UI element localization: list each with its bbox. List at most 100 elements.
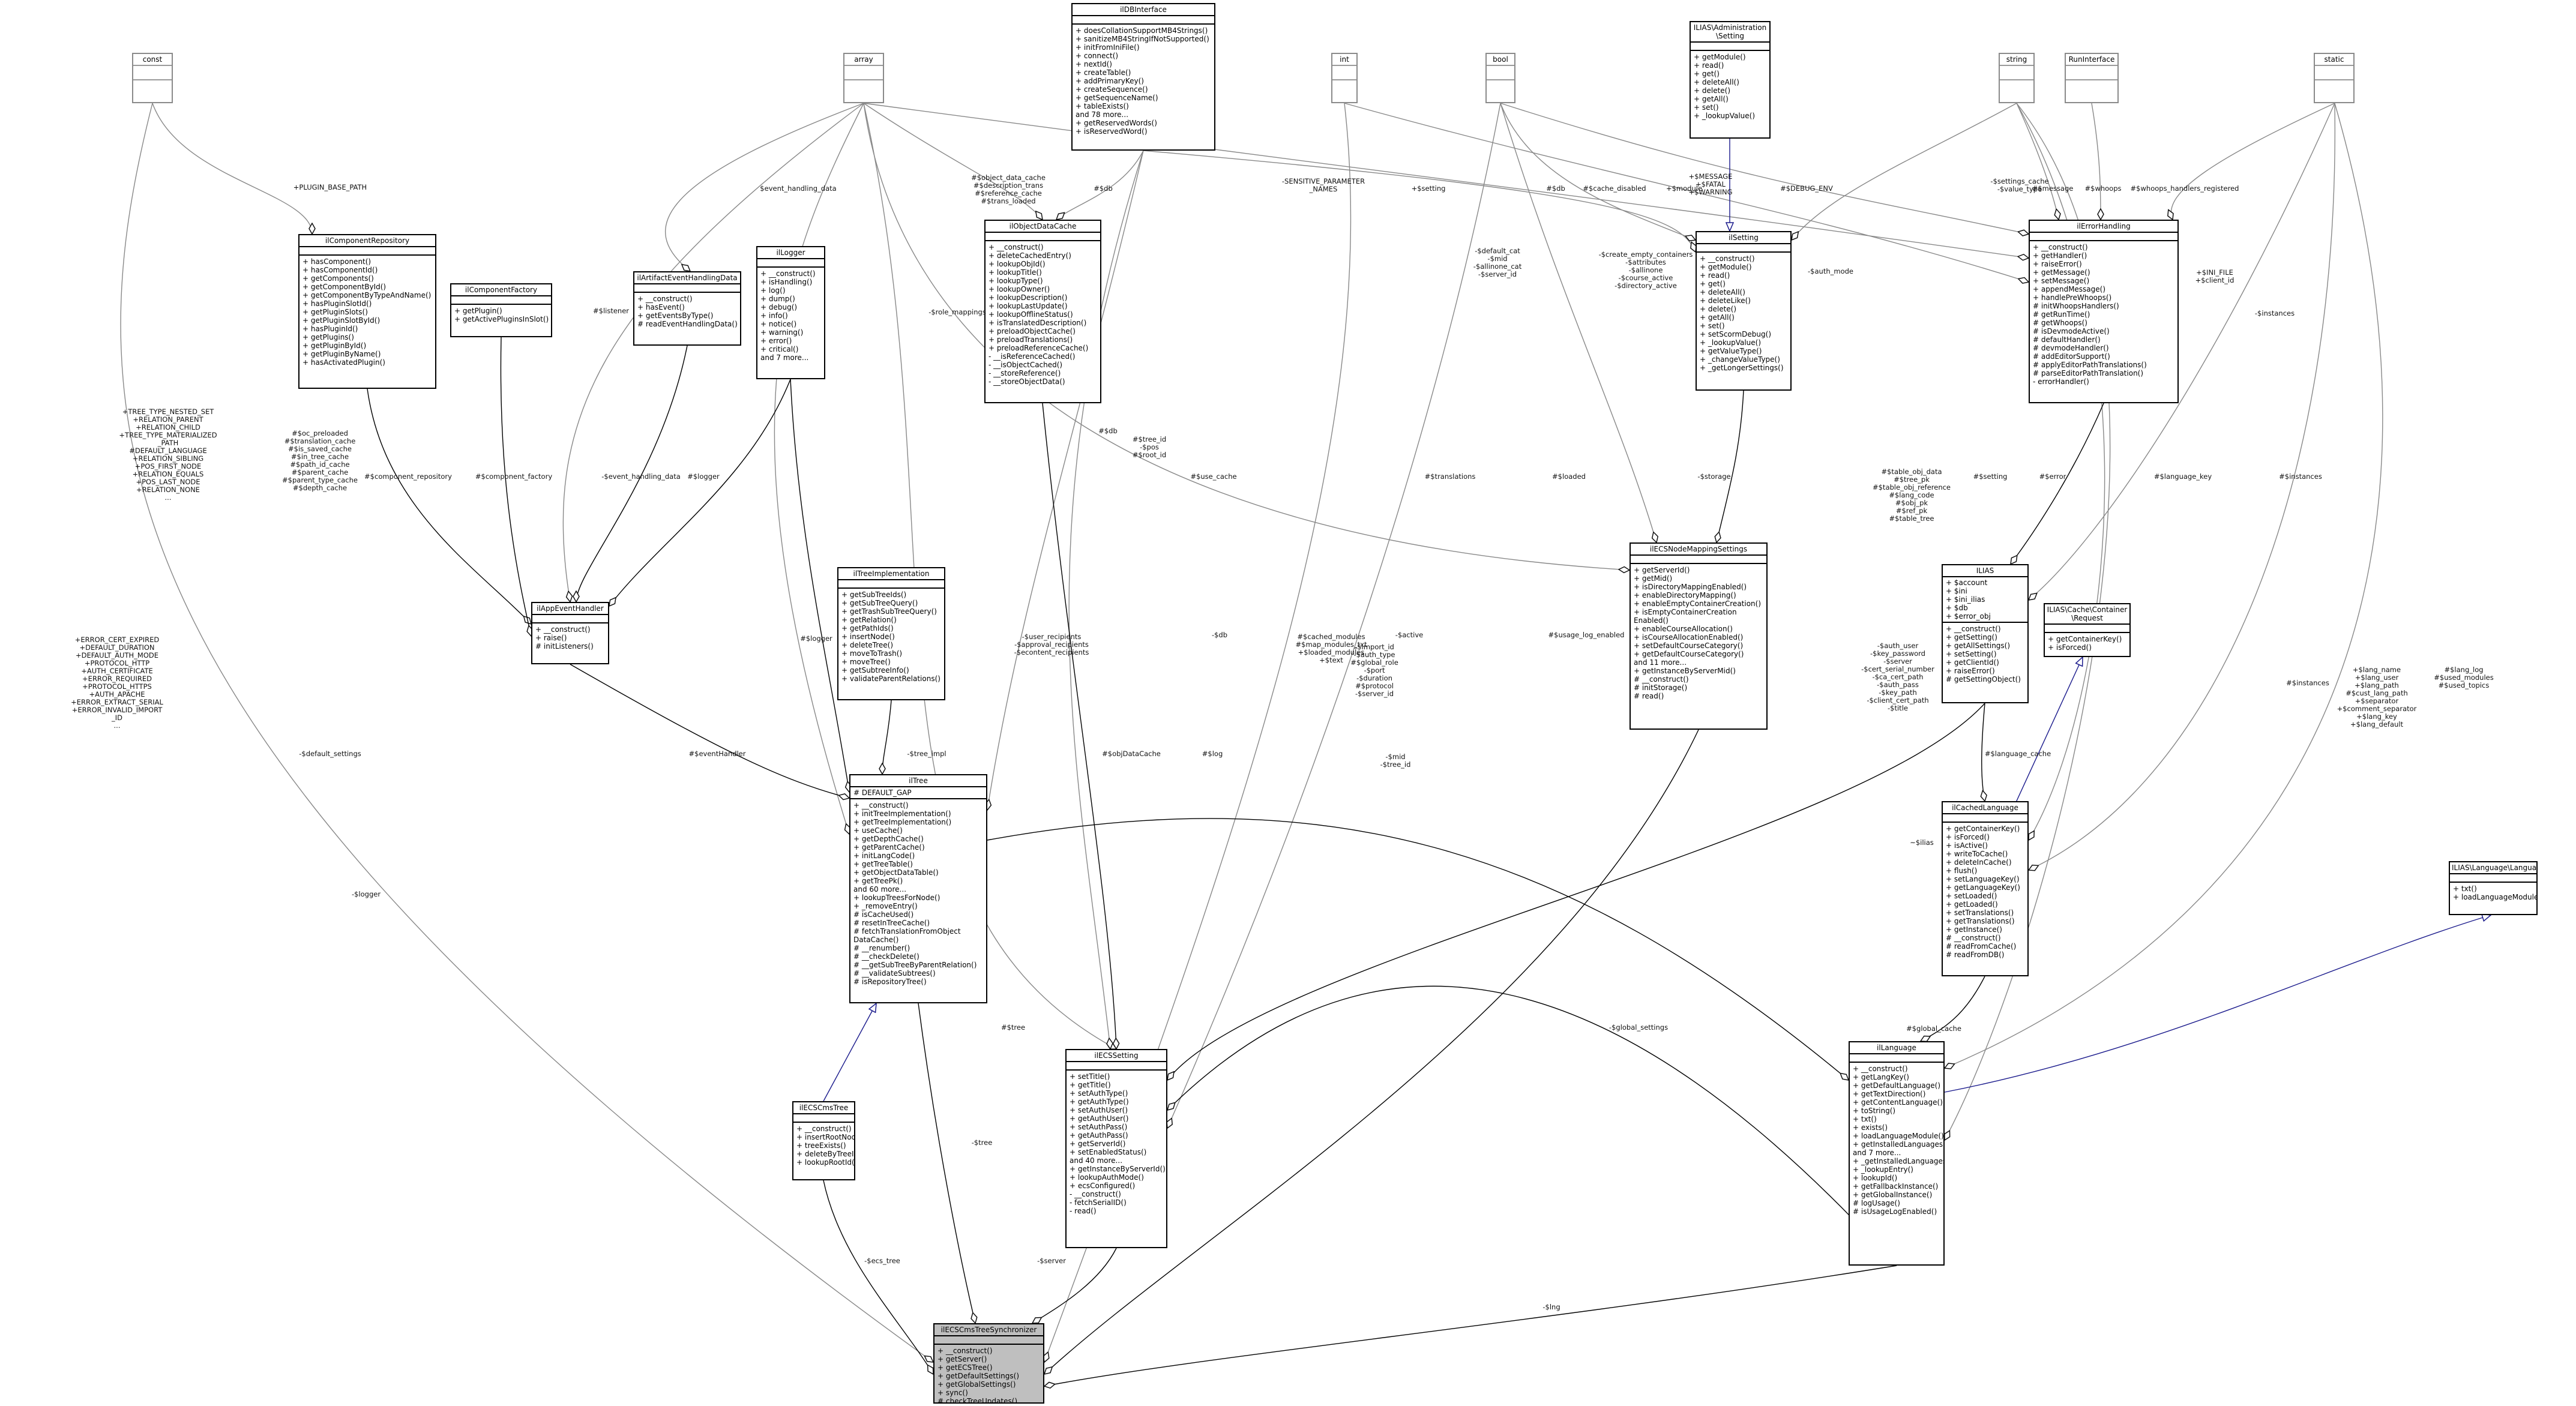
method: + setScormDebug(): [1700, 330, 1772, 338]
class-methods: [844, 80, 883, 84]
association-edge: [120, 103, 933, 1362]
edge-label: #$listener: [592, 307, 630, 315]
class-attributes: [1943, 814, 2027, 823]
method: + getValueType(): [1700, 347, 1762, 355]
association-edge: [1921, 976, 1985, 1041]
method: # resetInTreeCache(): [853, 919, 930, 927]
association-edge: [1167, 103, 1501, 1128]
class-name: string: [2000, 54, 2033, 66]
edge-label: #$db: [1546, 184, 1565, 193]
class-attributes: [451, 296, 551, 305]
class-name: bool: [1487, 54, 1514, 66]
method: # read(): [1634, 692, 1664, 700]
method: # fetchTranslationFromObject: [853, 927, 961, 936]
association-edge: [774, 103, 864, 834]
class-attributes: # DEFAULT_GAP: [850, 787, 986, 799]
class-ilappeventhandler: ilAppEventHandler+ __construct()+ raise(…: [531, 602, 609, 664]
association-edge: [2011, 403, 2104, 564]
method: + initFromIniFile(): [1076, 43, 1140, 52]
association-edge: [1945, 103, 2383, 1068]
method: + set(): [1694, 103, 1719, 112]
method: + loadLanguageModule(): [2453, 893, 2538, 901]
class-name: ilComponentFactory: [451, 284, 551, 296]
method: + deleteTree(): [841, 641, 894, 649]
method: + getPathIds(): [841, 624, 894, 632]
method: and 78 more...: [1076, 110, 1129, 119]
class-attributes: [2066, 66, 2117, 80]
method: + deleteLike(): [1700, 296, 1751, 305]
method: and 7 more...: [1853, 1149, 1901, 1157]
method: + getTreePk(): [853, 877, 903, 885]
edge-label: -$event_handling_data: [601, 472, 681, 481]
association-edge: [1167, 985, 1897, 1266]
method: + getSetting(): [1946, 633, 1997, 641]
method: - __isReferenceCached(): [989, 352, 1076, 361]
method: and 7 more...: [760, 353, 809, 362]
method: + insertRootNode(): [796, 1133, 854, 1141]
class-methods: + __construct()+ deleteCachedEntry()+ lo…: [986, 241, 1100, 388]
class-attributes: [1697, 244, 1790, 253]
method: + get(): [1694, 70, 1720, 78]
association-edge: [500, 337, 531, 636]
class-attributes: [2315, 66, 2353, 80]
association-edge: [609, 379, 791, 606]
attribute: + $db: [1946, 604, 1968, 612]
method: + setAuthType(): [1070, 1089, 1128, 1098]
association-edge: [367, 388, 531, 624]
class-string: string: [1999, 53, 2035, 103]
method: + read(): [1700, 271, 1730, 280]
edge-label: #$component_repository: [364, 472, 452, 481]
class-name: ilECSNodeMappingSettings: [1631, 544, 1766, 556]
method: + treeExists(): [796, 1141, 846, 1150]
association-edge: [2091, 103, 2101, 220]
method: # isRepositoryTree(): [853, 978, 927, 986]
edge-label: #$objDataCache: [1102, 750, 1161, 758]
method: + getPluginSlotById(): [302, 316, 381, 325]
edge-label: #$message: [2032, 184, 2074, 193]
class-name: ilLanguage: [1850, 1042, 1943, 1054]
association-edge: [1500, 103, 1657, 542]
class-iltreeimpl: ilTreeImplementation+ getSubTreeIds()+ g…: [837, 567, 945, 700]
method: + createTable(): [1076, 68, 1131, 77]
method: + deleteInCache(): [1946, 858, 2012, 867]
edge-label: #$tree: [1001, 1023, 1026, 1032]
method: + getLoaded(): [1946, 900, 1998, 909]
class-attributes: [1631, 556, 1766, 564]
class-ilsetting: ilSetting+ __construct()+ getModule()+ r…: [1696, 231, 1792, 391]
edge-label: #$language_cache: [1984, 750, 2051, 758]
method: + getContentLanguage(): [1853, 1098, 1943, 1107]
method: + isHandling(): [760, 278, 813, 286]
edge-label: #$whoops_handlers_registered: [2130, 184, 2239, 193]
edge-label: #$language_key: [2153, 472, 2212, 481]
edge-label: +$lang_name +$lang_user +$lang_path #$cu…: [2337, 665, 2417, 729]
class-ilecsnodemapping: ilECSNodeMappingSettings+ getServerId()+…: [1630, 542, 1768, 730]
method: + getAuthType(): [1070, 1098, 1129, 1106]
method: + notice(): [760, 320, 797, 328]
class-iltree: ilTree# DEFAULT_GAP+ __construct()+ init…: [849, 774, 987, 1003]
class-const: const: [132, 53, 173, 103]
method: + deleteByTreeId(): [796, 1150, 854, 1158]
method: + enableCourseAllocation(): [1634, 625, 1733, 633]
class-name: ILIAS\Cache\Container \Request: [2045, 604, 2129, 625]
edge-label: +$setting: [1411, 184, 1446, 193]
method: + getPlugin(): [454, 307, 502, 315]
method: + writeToCache(): [1946, 850, 2008, 858]
method: + getAll(): [1694, 95, 1729, 103]
class-bool: bool: [1485, 53, 1515, 103]
method: + getInstanceByServerId(): [1070, 1165, 1166, 1173]
class-ilias: ILIAS+ $account+ $ini+ $ini_ilias+ $db+ …: [1942, 564, 2029, 703]
class-attributes: [1067, 1062, 1166, 1071]
method: + deleteCachedEntry(): [989, 251, 1071, 260]
method: + getInstalledLanguages(): [1853, 1140, 1945, 1149]
method: + _removeEntry(): [853, 902, 918, 910]
method: + createSequence(): [1076, 85, 1148, 94]
method: + preloadObjectCache(): [989, 327, 1076, 335]
method: # isDevmodeActive(): [2033, 327, 2110, 335]
method: + _changeValueType(): [1700, 355, 1780, 364]
method: # initStorage(): [1634, 683, 1688, 692]
method: + getAuthUser(): [1070, 1114, 1129, 1123]
method: # readFromCache(): [1946, 942, 2017, 951]
method: + setSetting(): [1946, 650, 1997, 658]
method: + getFallbackInstance(): [1853, 1182, 1939, 1191]
method: + moveToTrash(): [841, 649, 903, 658]
